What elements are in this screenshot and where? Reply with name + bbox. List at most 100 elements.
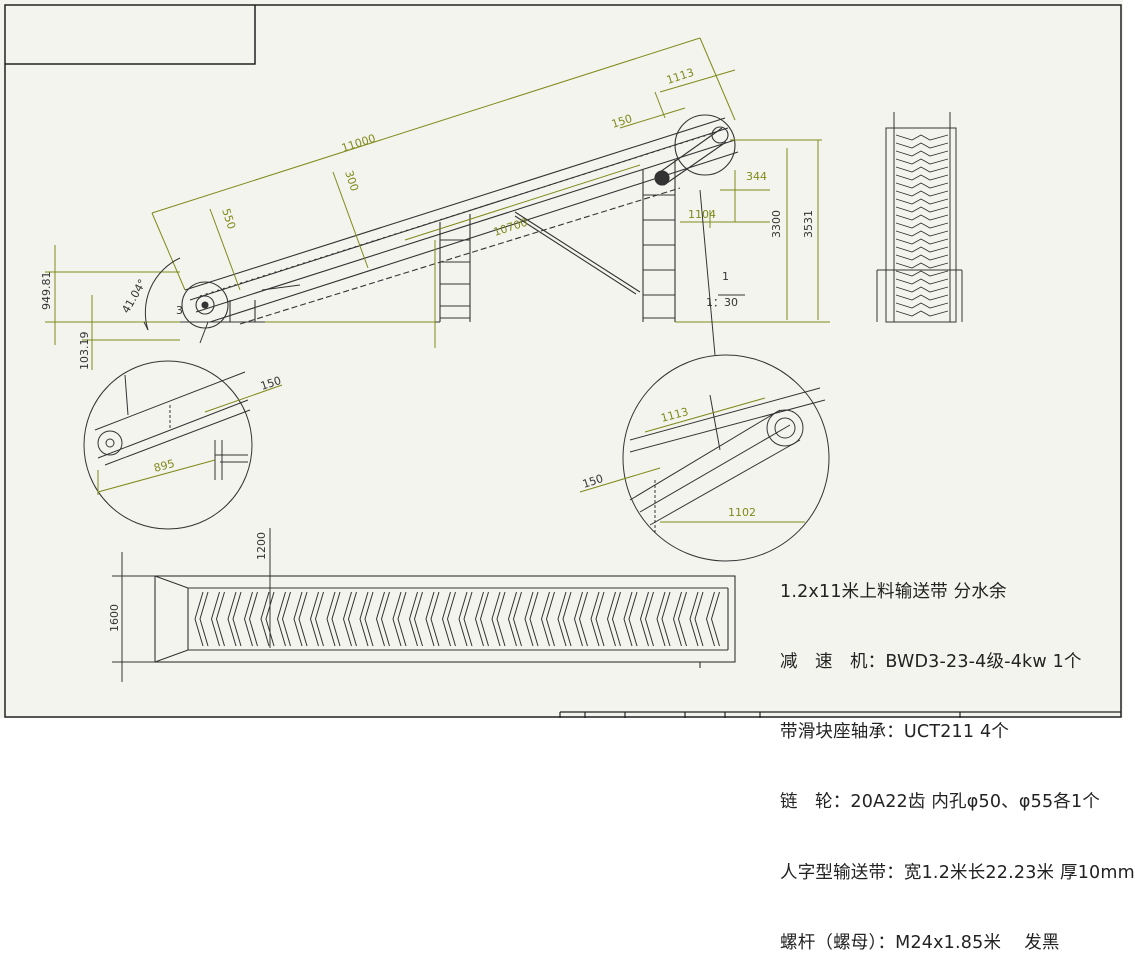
plan-view-dims: [112, 528, 271, 682]
belt-chevron: [359, 591, 369, 647]
dim-tail-small: 3: [176, 304, 183, 317]
sheet-border: [4, 4, 1122, 718]
note-bearing: 带滑块座轴承：UCT211 4个: [780, 722, 1010, 743]
side-view-dimensions: [45, 37, 830, 370]
belt-chevron: [243, 591, 253, 647]
belt-chevron: [562, 591, 572, 647]
belt-chevron: [408, 591, 418, 647]
end-view-cleat: [895, 206, 949, 213]
conveyor-plan-view: [154, 575, 736, 668]
belt-chevron: [215, 591, 225, 647]
note-screw: 螺杆（螺母）：M24x1.85米 发黑: [780, 932, 1060, 953]
dim-angle: 41.04°: [119, 277, 149, 316]
belt-chevron: [573, 591, 583, 647]
belt-chevron: [628, 591, 638, 647]
dim-belt-depth: 300: [342, 169, 361, 193]
end-view-cleat: [895, 214, 949, 221]
belt-chevron: [430, 591, 440, 647]
end-view-cleat: [895, 182, 949, 189]
dim-tail-height: 949.81: [40, 272, 53, 311]
belt-chevron: [540, 591, 550, 647]
dim-tail-depth: 550: [219, 207, 238, 231]
belt-chevron: [644, 591, 654, 647]
detail-a: [83, 321, 253, 530]
dim-tail-low: 103.19: [78, 332, 91, 371]
belt-chevron: [491, 591, 501, 647]
belt-chevron: [331, 591, 341, 647]
belt-chevron: [606, 591, 616, 647]
plan-inner: 1200: [255, 532, 268, 560]
belt-chevron: [413, 591, 423, 647]
end-view-cleat: [895, 254, 949, 261]
note-title: 1.2x11米上料输送带 分水余: [780, 581, 1007, 602]
end-view-cleat: [895, 142, 949, 149]
belt-chevron: [590, 591, 600, 647]
belt-chevron: [392, 591, 402, 647]
dim-inner-length: 10700: [492, 216, 529, 239]
belt-chevron: [397, 591, 407, 647]
note-reducer: 减 速 机：BWD3-23-4级-4kw 1个: [780, 652, 1082, 673]
end-view-cleat: [895, 246, 949, 253]
belt-chevron: [557, 591, 567, 647]
belt-chevron: [458, 591, 468, 647]
end-view-cleat: [895, 302, 949, 309]
belt-chevron: [507, 591, 517, 647]
cad-drawing: 11000 10700 1113 150 344 1104 3300 3531 …: [4, 4, 1122, 718]
belt-chevron: [446, 591, 456, 647]
belt-chevron: [496, 591, 506, 647]
detail-a-length: 895: [152, 457, 176, 475]
dim-height1: 3300: [770, 210, 783, 238]
belt-chevron: [375, 591, 385, 647]
end-view-cleat: [895, 310, 949, 317]
belt-chevron: [689, 591, 699, 647]
belt-chevron: [639, 591, 649, 647]
belt-chevron: [298, 591, 308, 647]
dim-head-length: 1113: [665, 66, 696, 87]
end-view-cleat: [895, 174, 949, 181]
drawing-sheet: 11000 10700 1113 150 344 1104 3300 3531 …: [0, 0, 1135, 953]
belt-chevron: [227, 591, 237, 647]
belt-chevron: [661, 591, 671, 647]
belt-chevron: [705, 591, 715, 647]
belt-chevron: [281, 591, 291, 647]
dim-overall-length: 11000: [340, 132, 377, 155]
end-view-cleat: [895, 294, 949, 301]
dim-height2: 3531: [802, 210, 815, 238]
end-view-cleat: [895, 198, 949, 205]
belt-chevron: [326, 591, 336, 647]
detail-a-dims: [97, 384, 283, 495]
end-view-cleat: [895, 166, 949, 173]
dim-head-h1: 344: [746, 170, 767, 183]
belt-chevron: [364, 591, 374, 647]
belt-chevron: [677, 591, 687, 647]
end-view-cleat: [895, 230, 949, 237]
belt-chevron: [595, 591, 605, 647]
belt-chevron: [611, 591, 621, 647]
end-view-cleat: [895, 150, 949, 157]
belt-chevron: [260, 591, 270, 647]
belt-chevron: [293, 591, 303, 647]
detail-b-length: 1113: [659, 405, 689, 425]
title-corner-box: [5, 5, 256, 65]
end-view-cleat: [895, 158, 949, 165]
end-view-cleat: [895, 278, 949, 285]
belt-chevron: [194, 591, 204, 647]
belt-chevron: [578, 591, 588, 647]
belt-chevron: [210, 591, 220, 647]
belt-chevron: [479, 591, 489, 647]
end-view-cleat: [895, 134, 949, 141]
belt-chevron: [380, 591, 390, 647]
detail-b-dims: [579, 397, 805, 523]
belt-chevron: [342, 591, 352, 647]
belt-chevron: [694, 591, 704, 647]
end-view-cleat: [895, 262, 949, 269]
end-view-cleat: [895, 270, 949, 277]
belt-chevron: [710, 591, 720, 647]
belt-chevron: [656, 591, 666, 647]
plan-view-chevrons: [194, 591, 720, 647]
title-block-stub: [559, 711, 1121, 718]
belt-chevron: [529, 591, 539, 647]
slope-bottom: 1：30: [706, 296, 738, 309]
detail-a-offset: 150: [259, 374, 283, 393]
belt-chevron: [199, 591, 209, 647]
